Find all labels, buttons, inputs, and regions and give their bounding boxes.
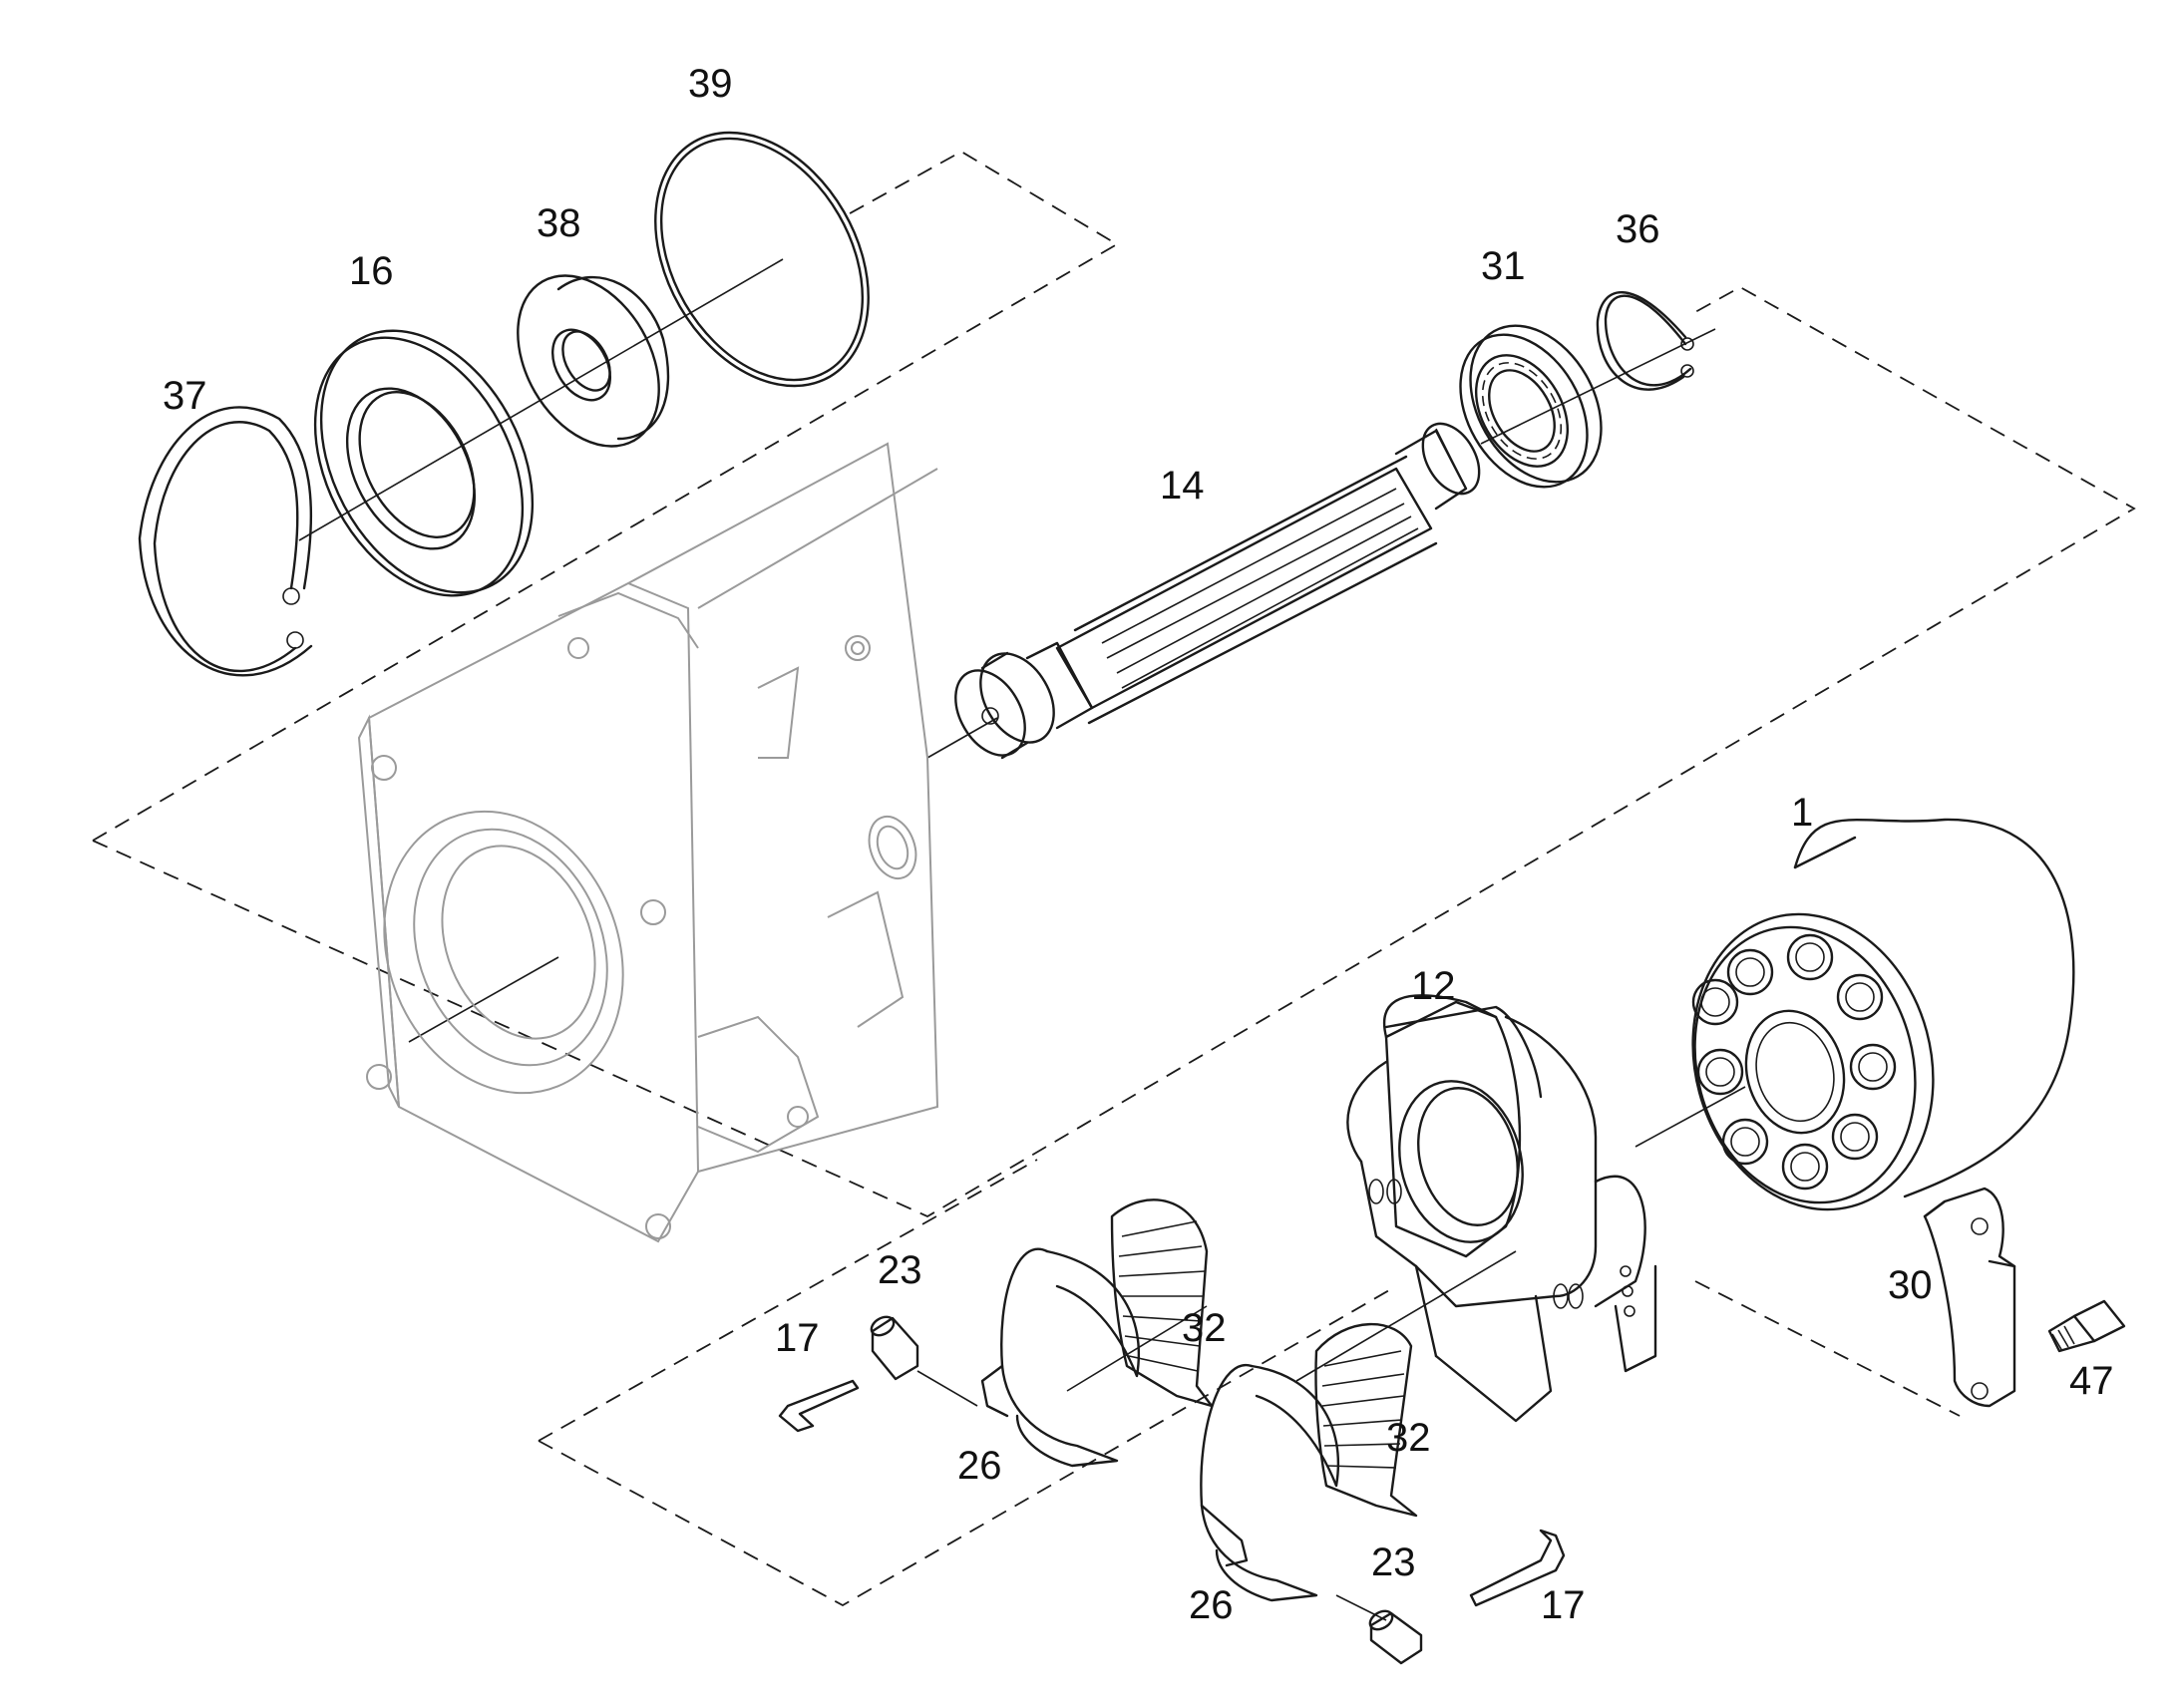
- callout-31: 31: [1481, 244, 1526, 288]
- pin-part-23-lower: [1368, 1609, 1423, 1665]
- callout-30: 30: [1888, 1263, 1933, 1307]
- shaft-seal-part-38: [517, 274, 670, 448]
- retaining-plate-part-30: [1923, 1187, 2016, 1408]
- swashplate-part-12: [1346, 994, 1657, 1423]
- callout-32-lower: 32: [1386, 1416, 1431, 1460]
- bearing-shell-part-26-upper: [980, 1247, 1141, 1468]
- retaining-ring-part-37: [138, 406, 313, 677]
- callout-26-lower: 26: [1189, 1583, 1234, 1627]
- callout-26-upper: 26: [957, 1444, 1002, 1488]
- callout-16: 16: [349, 249, 394, 293]
- screw-part-47: [2047, 1299, 2126, 1353]
- callout-37: 37: [163, 374, 207, 418]
- assembly-boundary-upper: [92, 150, 2136, 1218]
- l-pin-part-17-upper: [778, 1379, 860, 1433]
- callout-23-upper: 23: [878, 1248, 922, 1292]
- callout-36: 36: [1616, 207, 1660, 251]
- pin-part-23-upper: [870, 1315, 919, 1381]
- callout-39: 39: [688, 62, 733, 106]
- callout-17-upper: 17: [775, 1316, 820, 1360]
- callout-17-lower: 17: [1541, 1583, 1586, 1627]
- callout-38: 38: [537, 201, 581, 245]
- cylinder-barrel-part-1: [1691, 818, 2075, 1211]
- pump-housing: [357, 442, 939, 1243]
- callout-32-upper: 32: [1182, 1306, 1227, 1350]
- callout-1: 1: [1791, 791, 1813, 835]
- callout-23-lower: 23: [1371, 1540, 1416, 1584]
- o-ring-part-39: [654, 131, 870, 388]
- callout-labels: 1 12 14 16 17 17 23 23 26 26 30 31 32 32…: [163, 62, 2114, 1627]
- seal-plate-part-16: [313, 329, 535, 597]
- needle-cage-part-32-lower: [1314, 1322, 1418, 1518]
- callout-47: 47: [2069, 1359, 2114, 1403]
- callout-12: 12: [1411, 964, 1456, 1008]
- assembly-boundary-lower: [538, 1159, 1961, 1607]
- bearing-shell-part-26-lower: [1200, 1363, 1340, 1602]
- drive-shaft-part-14: [954, 422, 1481, 760]
- l-pin-part-17-lower: [1469, 1529, 1566, 1607]
- ball-bearing-part-31: [1459, 324, 1603, 489]
- snap-ring-part-36: [1596, 291, 1694, 391]
- callout-14: 14: [1160, 464, 1205, 508]
